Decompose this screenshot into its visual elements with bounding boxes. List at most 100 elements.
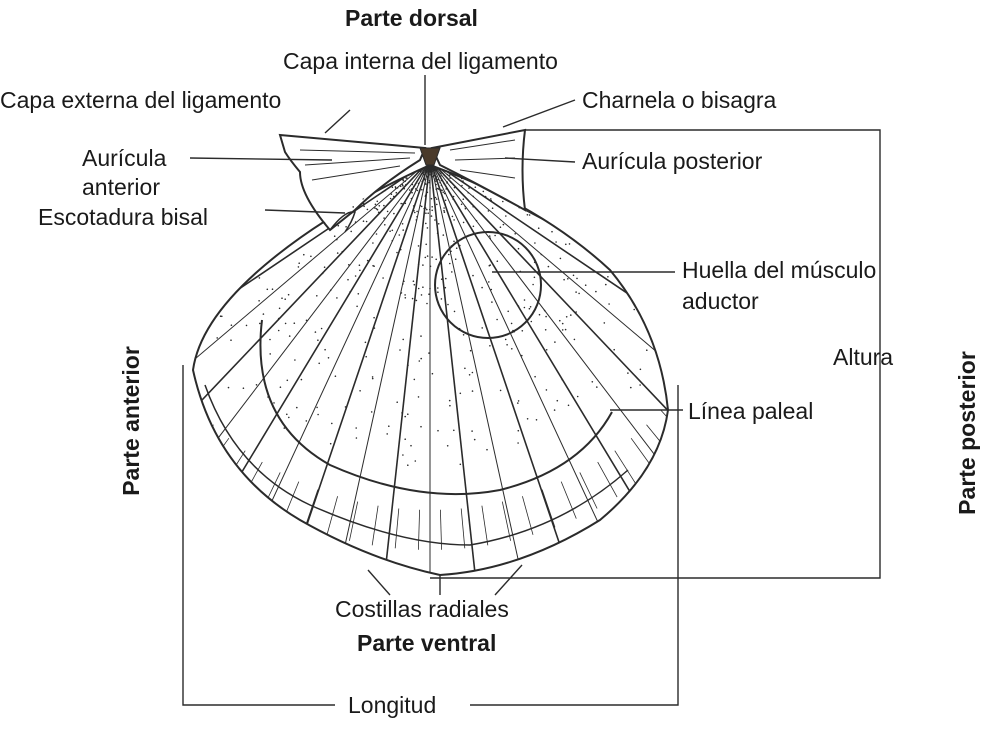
stipple-dot — [539, 314, 541, 316]
stipple-dot — [464, 368, 466, 370]
stipple-dot — [566, 316, 568, 318]
stipple-dot — [608, 303, 610, 305]
stipple-dot — [436, 198, 438, 200]
stipple-dot — [470, 350, 472, 352]
stipple-dot — [551, 231, 553, 233]
stipple-dot — [359, 270, 361, 272]
anterior-auricle-label-2: anterior — [82, 174, 160, 200]
stipple-dot — [336, 239, 338, 241]
stipple-dot — [233, 268, 235, 270]
stipple-dot — [559, 320, 561, 322]
stipple-dot — [386, 433, 388, 435]
dorsal-label: Parte dorsal — [345, 5, 478, 31]
anterior-label: Parte anterior — [118, 336, 144, 506]
stipple-dot — [443, 234, 445, 236]
stipple-dot — [449, 177, 451, 179]
stipple-dot — [359, 264, 361, 266]
stipple-dot — [444, 204, 446, 206]
leader-radial-rib-3 — [495, 565, 522, 595]
stipple-dot — [428, 293, 430, 295]
stipple-dot — [267, 396, 269, 398]
stipple-dot — [306, 320, 308, 322]
stipple-dot — [517, 402, 519, 404]
stipple-dot — [399, 349, 401, 351]
stipple-dot — [269, 353, 271, 355]
stipple-dot — [348, 212, 350, 214]
stipple-dot — [396, 401, 398, 403]
stipple-dot — [577, 396, 579, 398]
stipple-dot — [427, 255, 429, 257]
stipple-dot — [298, 262, 300, 264]
stipple-dot — [411, 198, 413, 200]
stipple-dot — [505, 339, 507, 341]
stipple-dot — [401, 412, 403, 414]
stipple-dot — [460, 464, 462, 466]
stipple-dot — [321, 328, 323, 330]
stipple-dot — [607, 276, 609, 278]
stipple-dot — [496, 319, 498, 321]
stipple-dot — [427, 212, 429, 214]
stipple-dot — [649, 296, 651, 298]
stipple-dot — [476, 220, 478, 222]
stipple-dot — [352, 206, 354, 208]
stipple-dot — [557, 400, 559, 402]
radial-ribs-label: Costillas radiales — [335, 596, 509, 622]
stipple-dot — [413, 205, 415, 207]
stipple-dot — [483, 191, 485, 193]
stipple-dot — [648, 300, 650, 302]
stipple-dot — [427, 176, 429, 178]
stipple-dot — [284, 427, 286, 429]
stipple-dot — [355, 221, 357, 223]
stipple-dot — [334, 235, 336, 237]
stipple-dot — [517, 442, 519, 444]
pallial-line-label: Línea paleal — [688, 398, 813, 424]
stipple-dot — [348, 264, 350, 266]
margin-hatch — [90, 291, 127, 307]
stipple-dot — [555, 241, 557, 243]
stipple-dot — [548, 266, 550, 268]
stipple-dot — [453, 241, 455, 243]
stipple-dot — [428, 352, 430, 354]
stipple-dot — [280, 386, 282, 388]
stipple-dot — [317, 414, 319, 416]
stipple-dot — [450, 251, 452, 253]
stipple-dot — [486, 449, 488, 451]
stipple-dot — [391, 193, 393, 195]
stipple-dot — [396, 178, 398, 180]
stipple-dot — [489, 345, 491, 347]
stipple-dot — [241, 259, 243, 261]
stipple-dot — [427, 179, 429, 181]
stipple-dot — [562, 329, 564, 331]
stipple-dot — [429, 180, 431, 182]
stipple-dot — [322, 273, 324, 275]
stipple-dot — [402, 339, 404, 341]
stipple-dot — [287, 380, 289, 382]
stipple-dot — [441, 278, 443, 280]
inner-ligament-label: Capa interna del ligamento — [283, 48, 558, 74]
stipple-dot — [429, 174, 431, 176]
stipple-dot — [288, 417, 290, 419]
stipple-dot — [437, 232, 439, 234]
stipple-dot — [425, 183, 427, 185]
stipple-dot — [469, 374, 471, 376]
stipple-dot — [565, 329, 567, 331]
stipple-dot — [445, 287, 447, 289]
stipple-dot — [453, 430, 455, 432]
stipple-dot — [289, 335, 291, 337]
stipple-dot — [674, 328, 676, 330]
stipple-dot — [463, 198, 465, 200]
stipple-dot — [355, 427, 357, 429]
stipple-dot — [576, 278, 578, 280]
stipple-dot — [278, 318, 280, 320]
stipple-dot — [494, 235, 496, 237]
stipple-dot — [444, 193, 446, 195]
stipple-dot — [441, 180, 443, 182]
stipple-dot — [569, 243, 571, 245]
stipple-dot — [630, 387, 632, 389]
stipple-dot — [350, 231, 352, 233]
stipple-dot — [568, 405, 570, 407]
stipple-dot — [411, 188, 413, 190]
stipple-dot — [596, 386, 598, 388]
stipple-dot — [554, 341, 556, 343]
stipple-dot — [471, 430, 473, 432]
